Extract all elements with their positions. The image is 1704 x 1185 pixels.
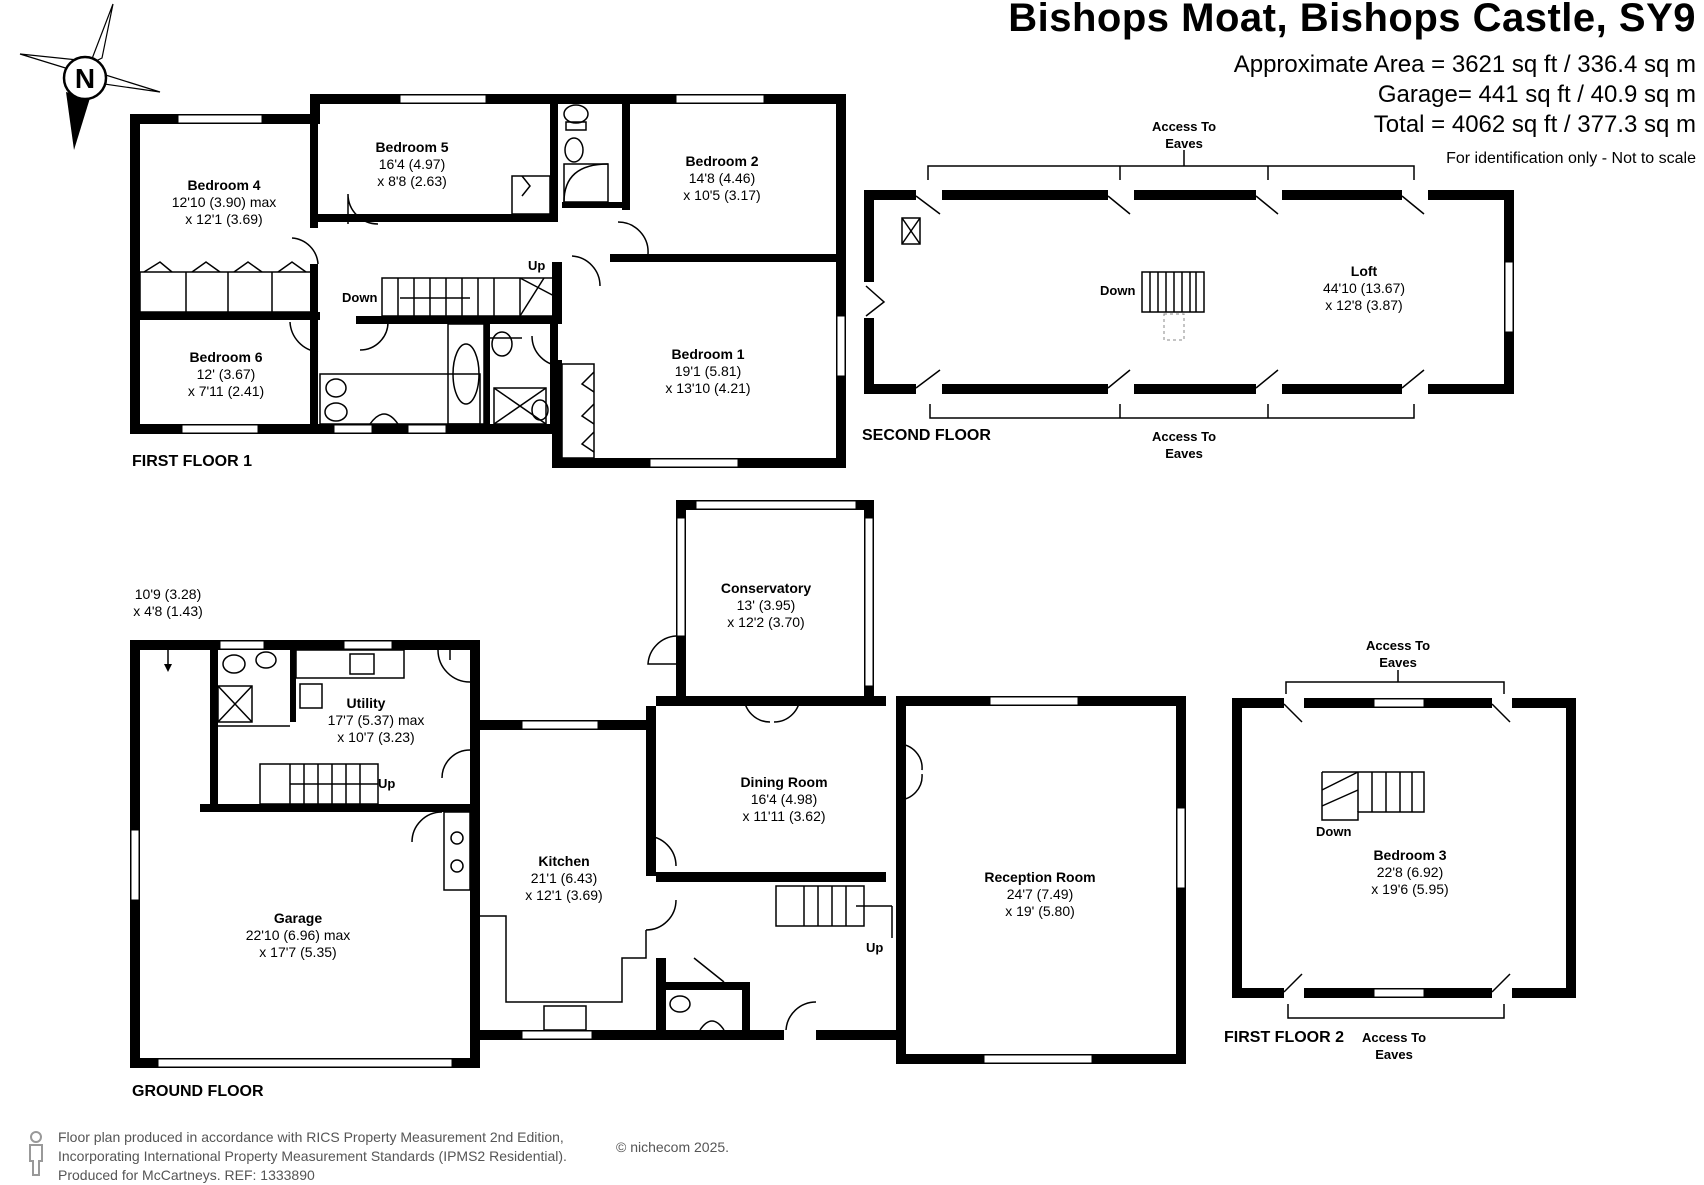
kitchen-dim1: 21'1 (6.43): [531, 870, 598, 886]
compass-icon: N: [19, 3, 161, 150]
bedroom-3-dim2: x 19'6 (5.95): [1371, 881, 1448, 897]
bedroom-5-dim2: x 8'8 (2.63): [377, 173, 447, 189]
second-floor-plan: Loft 44'10 (13.67) x 12'8 (3.87) Down Ac…: [862, 119, 1514, 461]
bedroom-5-name: Bedroom 5: [375, 139, 448, 155]
bedroom-6-name: Bedroom 6: [189, 349, 262, 365]
reception-room-dim2: x 19' (5.80): [1005, 903, 1075, 919]
first-floor-2-label: FIRST FLOOR 2: [1224, 1029, 1344, 1046]
bedroom-2-dim2: x 10'5 (3.17): [683, 187, 760, 203]
bedroom-2-name: Bedroom 2: [685, 153, 758, 169]
bedroom-6-dim1: 12' (3.67): [197, 366, 256, 382]
compass-label: N: [75, 63, 95, 94]
bedroom-3-name: Bedroom 3: [1373, 847, 1446, 863]
porch-dim1: 10'9 (3.28): [135, 586, 202, 602]
bedroom-3-top-access-label: Access To: [1366, 638, 1430, 653]
bedroom-5-dim1: 16'4 (4.97): [379, 156, 446, 172]
loft-bottom-eaves-label: Eaves: [1165, 446, 1203, 461]
bedroom-3-bottom-eaves-label: Eaves: [1375, 1047, 1413, 1062]
first-floor-up-label: Up: [528, 258, 545, 273]
kitchen-dim2: x 12'1 (3.69): [525, 887, 602, 903]
reception-room-dim1: 24'7 (7.49): [1007, 886, 1074, 902]
approximate-area: Approximate Area = 3621 sq ft / 336.4 sq…: [1233, 51, 1696, 78]
utility-dim1: 17'7 (5.37) max: [328, 712, 425, 728]
page-title: Bishops Moat, Bishops Castle, SY9: [1008, 0, 1696, 40]
footer-line-2: Incorporating International Property Mea…: [58, 1148, 567, 1164]
footer-line-3: Produced for McCartneys. REF: 1333890: [58, 1167, 315, 1183]
footer-notes: Floor plan produced in accordance with R…: [58, 1128, 567, 1185]
ground-floor-label: GROUND FLOOR: [132, 1083, 264, 1100]
bedroom-4-dim2: x 12'1 (3.69): [185, 211, 262, 227]
first-floor-2-plan: Down Bedroom 3 22'8 (6.92) x 19'6 (5.95)…: [1224, 638, 1576, 1062]
footer-line-1: Floor plan produced in accordance with R…: [58, 1129, 564, 1145]
bedroom-1-name: Bedroom 1: [671, 346, 744, 362]
total-area: Total = 4062 sq ft / 377.3 sq m: [1373, 111, 1696, 138]
loft-down-label: Down: [1100, 283, 1135, 298]
bedroom-3-top-eaves-label: Eaves: [1379, 655, 1417, 670]
utility-dim2: x 10'7 (3.23): [337, 729, 414, 745]
bedroom-1-dim2: x 13'10 (4.21): [665, 380, 750, 396]
garage-dim1: 22'10 (6.96) max: [246, 927, 351, 943]
bedroom-6-dim2: x 7'11 (2.41): [188, 383, 264, 399]
bedroom-3-bottom-access-label: Access To: [1362, 1030, 1426, 1045]
bedroom-4-dim1: 12'10 (3.90) max: [172, 194, 277, 210]
conservatory-name: Conservatory: [721, 580, 811, 596]
person-icon: [29, 1131, 43, 1176]
hall-up-label: Up: [866, 940, 883, 955]
second-floor-label: SECOND FLOOR: [862, 427, 991, 444]
garage-area: Garage= 441 sq ft / 40.9 sq m: [1377, 81, 1696, 108]
garage-name: Garage: [274, 910, 322, 926]
loft-bottom-access-label: Access To: [1152, 429, 1216, 444]
loft-top-eaves-label: Eaves: [1165, 136, 1203, 151]
garage-dim2: x 17'7 (5.35): [259, 944, 336, 960]
dining-room-dim2: x 11'11 (3.62): [742, 808, 825, 824]
kitchen-name: Kitchen: [538, 853, 589, 869]
brand-copyright: © nichecom 2025.: [616, 1139, 730, 1155]
bedroom-1-dim1: 19'1 (5.81): [675, 363, 742, 379]
first-floor-1-label: FIRST FLOOR 1: [132, 453, 252, 470]
bedroom-2-dim1: 14'8 (4.46): [689, 170, 756, 186]
identification-note: For identification only - Not to scale: [1446, 150, 1696, 167]
conservatory-dim2: x 12'2 (3.70): [727, 614, 804, 630]
loft-top-access-label: Access To: [1152, 119, 1216, 134]
utility-name: Utility: [347, 695, 386, 711]
bedroom-3-down-label: Down: [1316, 824, 1351, 839]
conservatory-dim1: 13' (3.95): [737, 597, 796, 613]
first-floor-1-plan: Bedroom 4 12'10 (3.90) max x 12'1 (3.69)…: [130, 94, 846, 470]
utility-up-label: Up: [378, 776, 395, 791]
dining-room-dim1: 16'4 (4.98): [751, 791, 818, 807]
bedroom-4-name: Bedroom 4: [187, 177, 260, 193]
loft-dim2: x 12'8 (3.87): [1325, 297, 1402, 313]
loft-name: Loft: [1351, 263, 1378, 279]
porch-dim2: x 4'8 (1.43): [133, 603, 203, 619]
first-floor-down-label: Down: [342, 290, 377, 305]
ground-floor-plan: Conservatory 13' (3.95) x 12'2 (3.70) Ut…: [130, 500, 1186, 1100]
reception-room-name: Reception Room: [984, 869, 1095, 885]
bedroom-3-dim1: 22'8 (6.92): [1377, 864, 1444, 880]
dining-room-name: Dining Room: [740, 774, 827, 790]
loft-dim1: 44'10 (13.67): [1323, 280, 1405, 296]
